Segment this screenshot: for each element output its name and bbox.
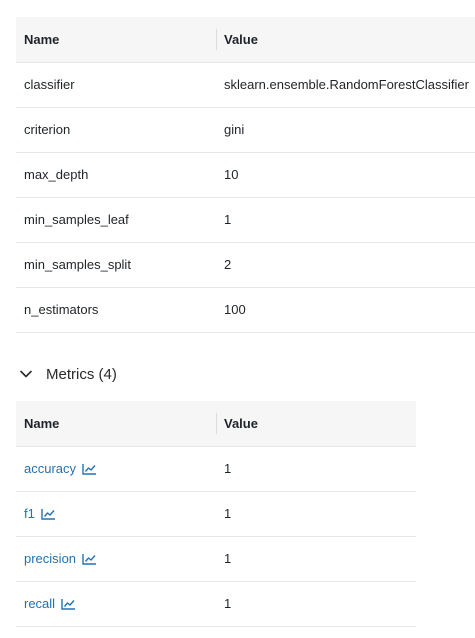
metric-name: f1 (24, 506, 35, 521)
table-row: f1 1 (16, 491, 416, 537)
metric-name-cell: f1 (16, 491, 216, 537)
metrics-section-title: Metrics (4) (46, 365, 117, 383)
table-row: accuracy 1 (16, 446, 416, 492)
param-value: sklearn.ensemble.RandomForestClassifier (216, 62, 475, 108)
table-row: max_depth 10 (16, 152, 475, 198)
parameters-header-row: Name Value (16, 17, 475, 62)
metric-link-f1[interactable]: f1 (24, 506, 56, 521)
metrics-header-value[interactable]: Value (216, 401, 416, 446)
metrics-header-row: Name Value (16, 401, 416, 446)
param-value: 10 (216, 152, 475, 198)
param-name: classifier (16, 62, 216, 108)
metric-value: 1 (216, 446, 416, 492)
parameters-table: Name Value classifier sklearn.ensemble.R… (16, 17, 475, 333)
metric-name: precision (24, 551, 77, 566)
metric-name-cell: precision (16, 536, 216, 582)
table-row: recall 1 (16, 581, 416, 627)
metric-name: accuracy (24, 461, 77, 476)
metric-link-precision[interactable]: precision (24, 551, 97, 566)
param-value: 2 (216, 242, 475, 288)
param-value: gini (216, 107, 475, 153)
param-value: 100 (216, 287, 475, 333)
metrics-table: Name Value accuracy 1 (16, 401, 416, 627)
table-row: precision 1 (16, 536, 416, 582)
table-row: min_samples_split 2 (16, 242, 475, 288)
metric-name: recall (24, 596, 56, 611)
line-chart-icon[interactable] (41, 508, 56, 520)
line-chart-icon[interactable] (82, 463, 97, 475)
table-row: min_samples_leaf 1 (16, 197, 475, 243)
chevron-down-icon[interactable] (16, 364, 36, 384)
table-row: classifier sklearn.ensemble.RandomForest… (16, 62, 475, 108)
metric-link-accuracy[interactable]: accuracy (24, 461, 97, 476)
metric-name-cell: recall (16, 581, 216, 627)
metric-name-cell: accuracy (16, 446, 216, 492)
metrics-header-name[interactable]: Name (16, 401, 216, 446)
line-chart-icon[interactable] (61, 598, 76, 610)
metric-value: 1 (216, 536, 416, 582)
table-row: n_estimators 100 (16, 287, 475, 333)
metric-link-recall[interactable]: recall (24, 596, 76, 611)
param-name: n_estimators (16, 287, 216, 333)
param-name: min_samples_leaf (16, 197, 216, 243)
metric-value: 1 (216, 581, 416, 627)
table-row: criterion gini (16, 107, 475, 153)
param-name: min_samples_split (16, 242, 216, 288)
metric-value: 1 (216, 491, 416, 537)
param-name: criterion (16, 107, 216, 153)
parameters-header-name[interactable]: Name (16, 17, 216, 62)
param-value: 1 (216, 197, 475, 243)
param-name: max_depth (16, 152, 216, 198)
metrics-section-toggle[interactable]: Metrics (4) (16, 360, 117, 388)
line-chart-icon[interactable] (82, 553, 97, 565)
parameters-header-value[interactable]: Value (216, 17, 475, 62)
